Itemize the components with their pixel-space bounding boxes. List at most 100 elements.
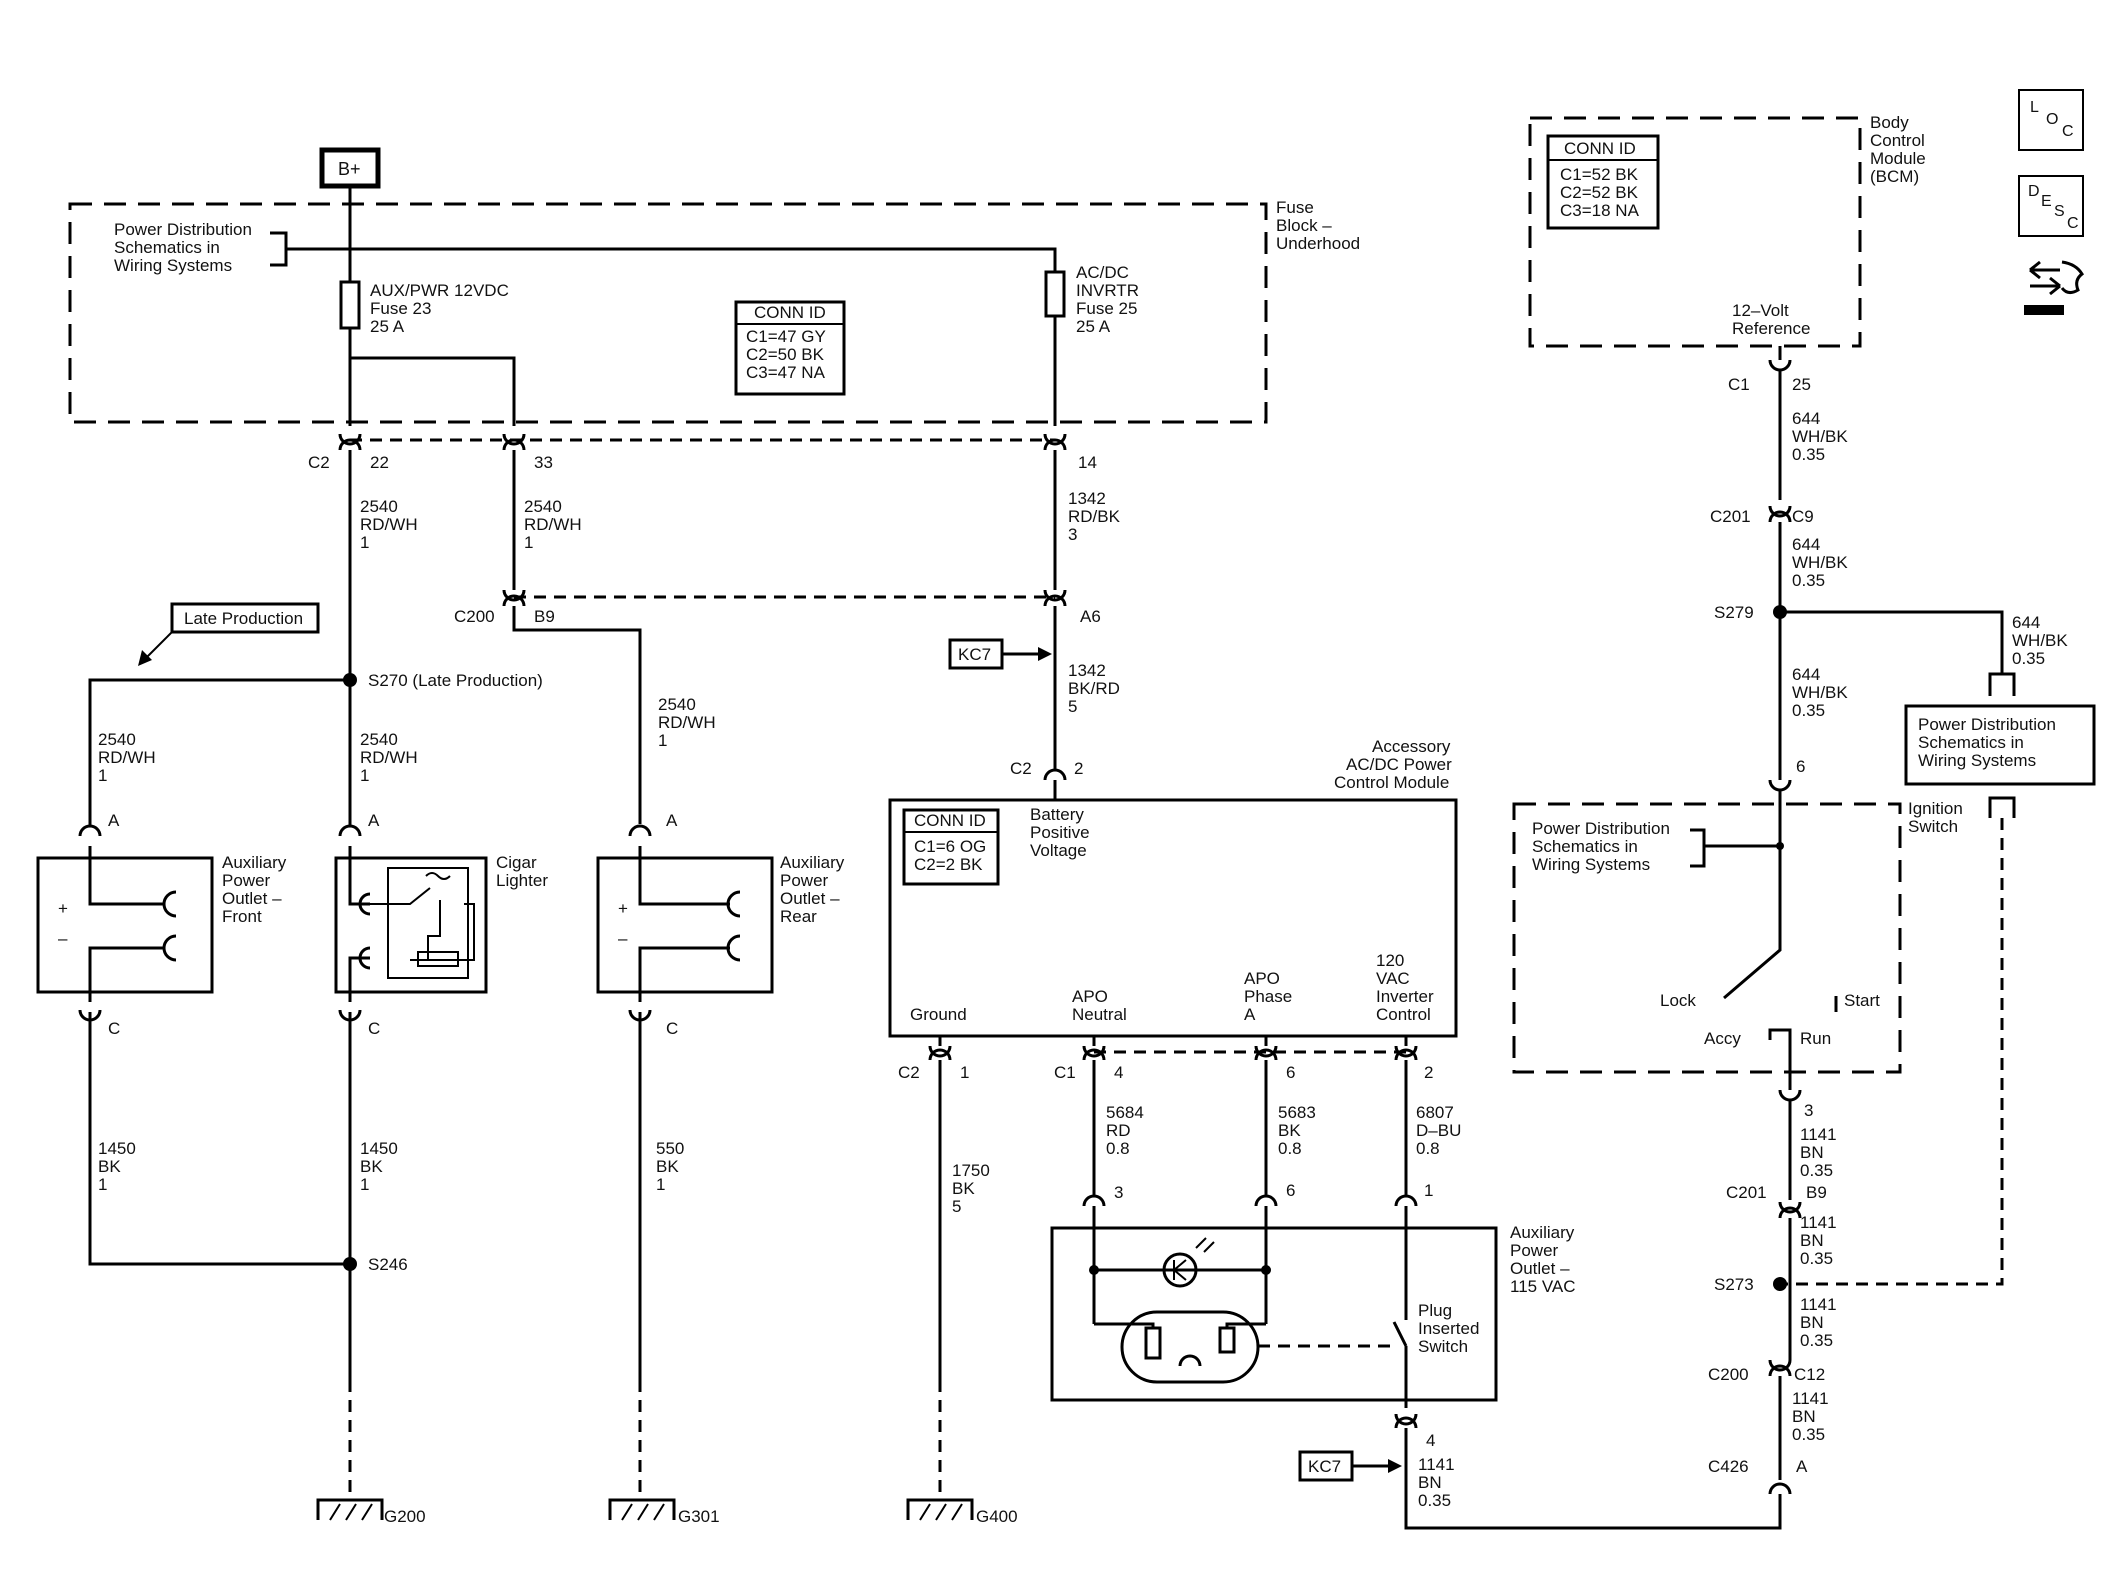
fuse-23 bbox=[339, 280, 361, 330]
desc-icon[interactable]: D E S C bbox=[2018, 175, 2084, 237]
svg-text:C3=47 NA: C3=47 NA bbox=[746, 363, 826, 382]
ignition-switch-outline bbox=[1512, 802, 1902, 1074]
module-battery-label: Battery Positive Voltage bbox=[1030, 805, 1090, 860]
svg-text:Accy: Accy bbox=[1704, 1029, 1741, 1048]
svg-text:33: 33 bbox=[534, 453, 553, 472]
fuse-block-pwr-dist-ref[interactable]: Power Distribution Schematics in Wiring … bbox=[114, 220, 288, 275]
svg-text:0.8: 0.8 bbox=[1106, 1139, 1130, 1158]
svg-text:BK: BK bbox=[360, 1157, 383, 1176]
svg-text:0.8: 0.8 bbox=[1278, 1139, 1302, 1158]
aux-outlet-rear-label: Auxiliary Power Outlet – Rear bbox=[780, 853, 845, 926]
wire-1450-a: 1450 BK 1 bbox=[98, 1139, 136, 1194]
svg-text:C3=18 NA: C3=18 NA bbox=[1560, 201, 1640, 220]
cigar-lighter-label: Cigar Lighter bbox=[496, 853, 548, 890]
module-bottom-connectors: C2 1 C1 4 6 2 bbox=[898, 1036, 1433, 1082]
svg-text:Battery: Battery bbox=[1030, 805, 1084, 824]
svg-text:5683: 5683 bbox=[1278, 1103, 1316, 1122]
svg-text:+: + bbox=[618, 899, 628, 918]
svg-text:1141: 1141 bbox=[1792, 1389, 1829, 1408]
wire-644-a: 644 WH/BK 0.35 bbox=[1792, 409, 1848, 464]
svg-text:1: 1 bbox=[524, 533, 533, 552]
wire-6807: 6807 D–BU 0.8 bbox=[1416, 1103, 1461, 1158]
svg-text:WH/BK: WH/BK bbox=[2012, 631, 2068, 650]
svg-text:D–BU: D–BU bbox=[1416, 1121, 1461, 1140]
wire-1141-b: 1141 BN 0.35 bbox=[1800, 1213, 1837, 1268]
connector-c200: C200 B9 A6 bbox=[454, 589, 1101, 626]
svg-text:Power Distribution: Power Distribution bbox=[1918, 715, 2056, 734]
svg-text:14: 14 bbox=[1078, 453, 1097, 472]
svg-text:1: 1 bbox=[1424, 1181, 1433, 1200]
module-inverter-label: 120 VAC Inverter Control bbox=[1376, 951, 1434, 1024]
svg-text:5: 5 bbox=[952, 1197, 961, 1216]
bcm-label: Body Control Module (BCM) bbox=[1870, 113, 1926, 186]
svg-text:1: 1 bbox=[360, 533, 369, 552]
svg-text:Schematics in: Schematics in bbox=[1918, 733, 2024, 752]
svg-text:G200: G200 bbox=[384, 1507, 426, 1526]
wire-550: 550 BK 1 bbox=[656, 1139, 684, 1194]
svg-text:Lighter: Lighter bbox=[496, 871, 548, 890]
svg-text:0.35: 0.35 bbox=[1800, 1331, 1833, 1350]
cigar-lighter: A C bbox=[334, 811, 488, 1038]
svg-text:Power: Power bbox=[222, 871, 271, 890]
svg-text:0.35: 0.35 bbox=[1792, 571, 1825, 590]
svg-text:0.35: 0.35 bbox=[1800, 1161, 1833, 1180]
svg-text:INVRTR: INVRTR bbox=[1076, 281, 1139, 300]
svg-text:BN: BN bbox=[1800, 1313, 1824, 1332]
svg-text:3: 3 bbox=[1114, 1183, 1123, 1202]
svg-text:6: 6 bbox=[1796, 757, 1805, 776]
connector-icon[interactable] bbox=[2024, 260, 2084, 315]
svg-text:CONN ID: CONN ID bbox=[914, 811, 986, 830]
svg-text:BK: BK bbox=[952, 1179, 975, 1198]
ignition-pwr-dist-ref[interactable]: Power Distribution Schematics in Wiring … bbox=[1532, 819, 1780, 874]
svg-text:Voltage: Voltage bbox=[1030, 841, 1087, 860]
kc7-ref-top[interactable]: KC7 bbox=[948, 638, 1052, 670]
svg-text:C1=6 OG: C1=6 OG bbox=[914, 837, 986, 856]
svg-text:2540: 2540 bbox=[360, 730, 398, 749]
svg-text:C201: C201 bbox=[1726, 1183, 1767, 1202]
svg-text:2540: 2540 bbox=[360, 497, 398, 516]
svg-text:Cigar: Cigar bbox=[496, 853, 537, 872]
svg-text:6807: 6807 bbox=[1416, 1103, 1454, 1122]
svg-text:A6: A6 bbox=[1080, 607, 1101, 626]
svg-text:Late Production: Late Production bbox=[184, 609, 303, 628]
kc7-ref-bottom[interactable]: KC7 bbox=[1298, 1450, 1402, 1482]
svg-text:Inserted: Inserted bbox=[1418, 1319, 1479, 1338]
wire-644-d: 644 WH/BK 0.35 bbox=[1792, 665, 1848, 720]
svg-text:C: C bbox=[2067, 215, 2079, 232]
svg-text:C: C bbox=[666, 1019, 678, 1038]
svg-text:E: E bbox=[2041, 193, 2052, 210]
svg-text:C2: C2 bbox=[1010, 759, 1032, 778]
svg-text:AC/DC: AC/DC bbox=[1076, 263, 1129, 282]
loc-icon[interactable]: L O C bbox=[2018, 89, 2084, 151]
svg-text:2: 2 bbox=[1074, 759, 1083, 778]
svg-text:C: C bbox=[108, 1019, 120, 1038]
svg-text:CONN ID: CONN ID bbox=[754, 303, 826, 322]
svg-text:1141: 1141 bbox=[1800, 1295, 1837, 1314]
svg-text:Power Distribution: Power Distribution bbox=[1532, 819, 1670, 838]
svg-text:Fuse 23: Fuse 23 bbox=[370, 299, 431, 318]
svg-text:550: 550 bbox=[656, 1139, 684, 1158]
svg-text:4: 4 bbox=[1426, 1431, 1435, 1450]
svg-text:Control: Control bbox=[1870, 131, 1925, 150]
svg-text:A: A bbox=[368, 811, 380, 830]
wire-1141-d: 1141 BN 0.35 bbox=[1792, 1389, 1829, 1444]
svg-text:WH/BK: WH/BK bbox=[1792, 683, 1848, 702]
svg-text:1: 1 bbox=[656, 1175, 665, 1194]
bcm-pwr-dist-box[interactable]: Power Distribution Schematics in Wiring … bbox=[1904, 704, 2096, 786]
plug-inserted-switch-label: Plug Inserted Switch bbox=[1418, 1301, 1479, 1356]
ignition-c200: C200 C12 bbox=[1708, 1359, 1825, 1384]
svg-text:(BCM): (BCM) bbox=[1870, 167, 1919, 186]
svg-text:6: 6 bbox=[1286, 1181, 1295, 1200]
ignition-c201: C201 B9 bbox=[1726, 1183, 1827, 1219]
svg-text:C2=50 BK: C2=50 BK bbox=[746, 345, 825, 364]
svg-text:APO: APO bbox=[1072, 987, 1108, 1006]
svg-text:Auxiliary: Auxiliary bbox=[222, 853, 287, 872]
svg-text:2: 2 bbox=[1424, 1063, 1433, 1082]
svg-text:3: 3 bbox=[1068, 525, 1077, 544]
svg-text:Power Distribution: Power Distribution bbox=[114, 220, 252, 239]
svg-text:0.35: 0.35 bbox=[1792, 1425, 1825, 1444]
svg-text:Auxiliary: Auxiliary bbox=[1510, 1223, 1575, 1242]
svg-text:RD/WH: RD/WH bbox=[98, 748, 156, 767]
bcm-conn-id: CONN ID C1=52 BK C2=52 BK C3=18 NA bbox=[1546, 134, 1660, 230]
svg-text:Plug: Plug bbox=[1418, 1301, 1452, 1320]
